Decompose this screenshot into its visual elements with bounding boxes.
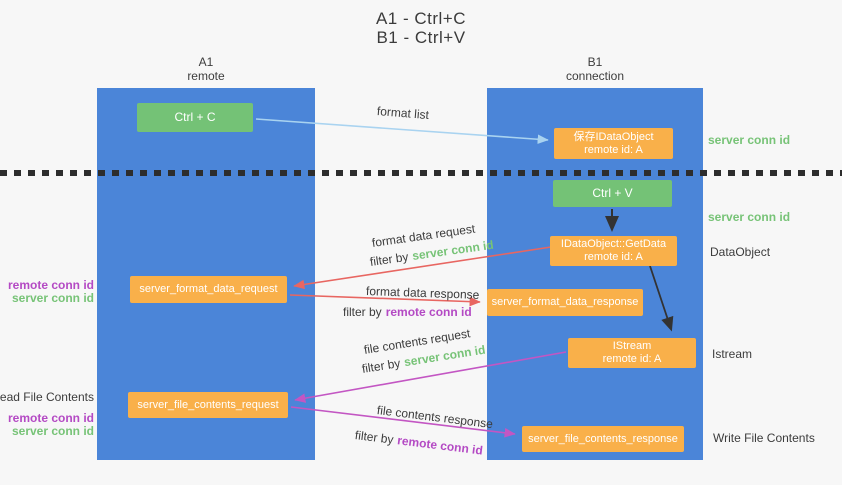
label-server-conn-id-mid: server conn id xyxy=(708,210,791,224)
node-ctrl-v-label: Ctrl + V xyxy=(592,186,633,200)
node-server-format-data-response: server_format_data_response xyxy=(487,289,643,316)
column-header-a1: A1 remote xyxy=(146,55,266,83)
node-format-response-label: server_format_data_response xyxy=(491,296,639,308)
node-save-line2: remote id: A xyxy=(584,143,643,156)
column-a1-name: A1 xyxy=(198,55,214,69)
node-istream: IStream remote id: A xyxy=(568,338,696,368)
dashed-separator xyxy=(0,170,842,176)
node-istream-line2: remote id: A xyxy=(602,353,662,365)
column-a1-role: remote xyxy=(187,69,225,83)
node-getdata-line1: IDataObject::GetData xyxy=(560,238,667,250)
node-server-file-contents-request: server_file_contents_request xyxy=(128,392,288,418)
label-file-contents-response: file contents response xyxy=(376,403,494,432)
column-b1-role: connection xyxy=(565,69,625,83)
node-file-request-label: server_file_contents_request xyxy=(137,398,279,411)
label-left-remote-conn-id: remote conn id xyxy=(7,278,94,292)
label-format-data-response: format data response xyxy=(365,284,480,302)
node-save-idataobject: 保存IDataObject remote id: A xyxy=(554,128,673,159)
node-idataobject-getdata: IDataObject::GetData remote id: A xyxy=(550,236,677,266)
node-save-line1: 保存IDataObject xyxy=(573,130,654,143)
label-read-remote-conn-id: remote conn id xyxy=(7,411,94,425)
node-istream-line1: IStream xyxy=(612,340,652,352)
node-ctrl-c-label: Ctrl + C xyxy=(174,110,216,124)
label-server-conn-id-top: server conn id xyxy=(708,133,791,147)
remote-conn-id-text: remote conn id xyxy=(396,433,484,458)
remote-conn-id-text: remote conn id xyxy=(385,305,472,319)
label-dataobject: DataObject xyxy=(710,245,771,259)
node-format-request-label: server_format_data_request xyxy=(139,283,278,295)
filter-by-text: filter by xyxy=(354,428,395,447)
node-file-response-label: server_file_contents_response xyxy=(528,432,678,445)
label-read-server-conn-id: server conn id xyxy=(11,424,94,438)
node-ctrl-c: Ctrl + C xyxy=(137,103,253,132)
label-format-list: format list xyxy=(376,104,430,123)
filter-by-text: filter by xyxy=(360,356,402,376)
column-b1-name: B1 xyxy=(587,55,603,69)
title-line-2: B1 - Ctrl+V xyxy=(376,28,466,47)
filter-by-text: filter by xyxy=(343,305,382,319)
label-read-file-contents: Read File Contents xyxy=(0,390,94,404)
diagram-title: A1 - Ctrl+C B1 - Ctrl+V xyxy=(0,9,842,47)
node-server-format-data-request: server_format_data_request xyxy=(130,276,287,303)
node-server-file-contents-response: server_file_contents_response xyxy=(522,426,684,452)
column-header-b1: B1 connection xyxy=(535,55,655,83)
title-line-1: A1 - Ctrl+C xyxy=(375,9,467,28)
label-istream: Istream xyxy=(712,347,753,361)
node-ctrl-v: Ctrl + V xyxy=(553,180,672,207)
node-getdata-line2: remote id: A xyxy=(584,251,643,263)
label-write-file-contents: Write File Contents xyxy=(713,431,815,445)
filter-by-text: filter by xyxy=(369,249,410,269)
label-left-server-conn-id: server conn id xyxy=(11,291,94,305)
